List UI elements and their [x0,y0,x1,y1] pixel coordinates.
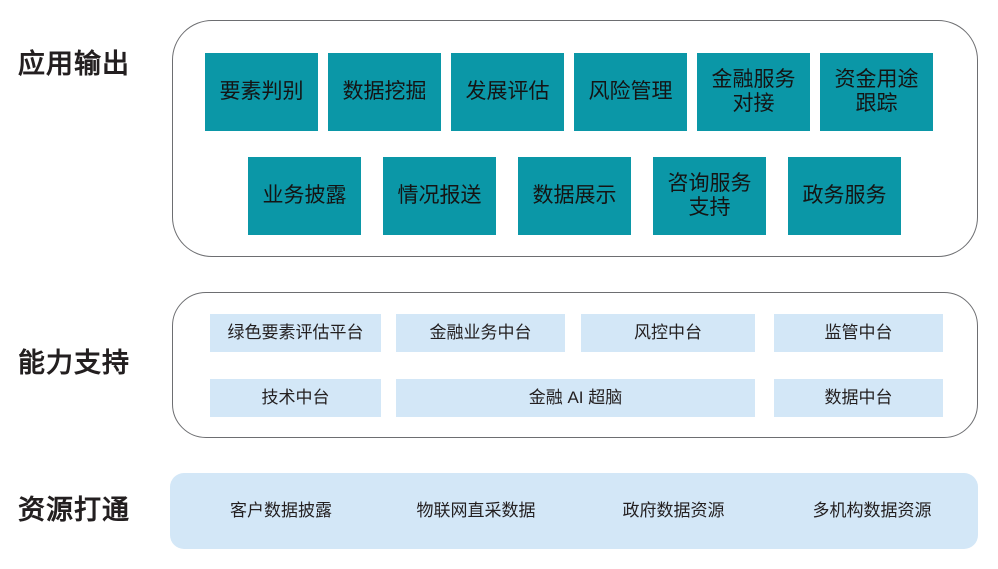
app-box-fengxian-guanli[interactable]: 风险管理 [574,53,687,131]
resource-item-government-data[interactable]: 政府数据资源 [622,501,725,521]
app-box-zijin-yongtu-genzong[interactable]: 资金用途 跟踪 [820,53,933,131]
app-box-fazhan-pinggu[interactable]: 发展评估 [451,53,564,131]
cap-box-risk-control-midend[interactable]: 风控中台 [581,314,755,352]
resource-item-multi-institution-data[interactable]: 多机构数据资源 [812,501,932,521]
app-box-zixun-fuwu-zhichi[interactable]: 咨询服务 支持 [653,157,766,235]
cap-box-financial-ai-brain[interactable]: 金融 AI 超脑 [396,379,755,417]
resource-item-iot-data[interactable]: 物联网直采数据 [416,501,536,521]
tier-label-capability-support: 能力支持 [18,348,130,378]
app-box-yewu-pilu[interactable]: 业务披露 [248,157,361,235]
app-box-qingkuang-baosong[interactable]: 情况报送 [383,157,496,235]
resource-item-customer-data[interactable]: 客户数据披露 [230,501,332,521]
app-box-shuju-wajue[interactable]: 数据挖掘 [328,53,441,131]
app-box-zhengwu-fuwu[interactable]: 政务服务 [788,157,901,235]
app-box-shuju-zhanshi[interactable]: 数据展示 [518,157,631,235]
tier-label-application-output: 应用输出 [18,49,130,79]
cap-box-technology-midend[interactable]: 技术中台 [210,379,381,417]
resource-integration-bar [170,473,978,549]
cap-box-financial-business-midend[interactable]: 金融业务中台 [396,314,565,352]
app-box-yaosu-panbie[interactable]: 要素判别 [205,53,318,131]
cap-box-regulatory-midend[interactable]: 监管中台 [774,314,943,352]
app-box-jinrong-fuwu-duijie[interactable]: 金融服务 对接 [697,53,810,131]
cap-box-green-factor-platform[interactable]: 绿色要素评估平台 [210,314,381,352]
tier-label-resource-integration: 资源打通 [18,495,130,525]
cap-box-data-midend[interactable]: 数据中台 [774,379,943,417]
